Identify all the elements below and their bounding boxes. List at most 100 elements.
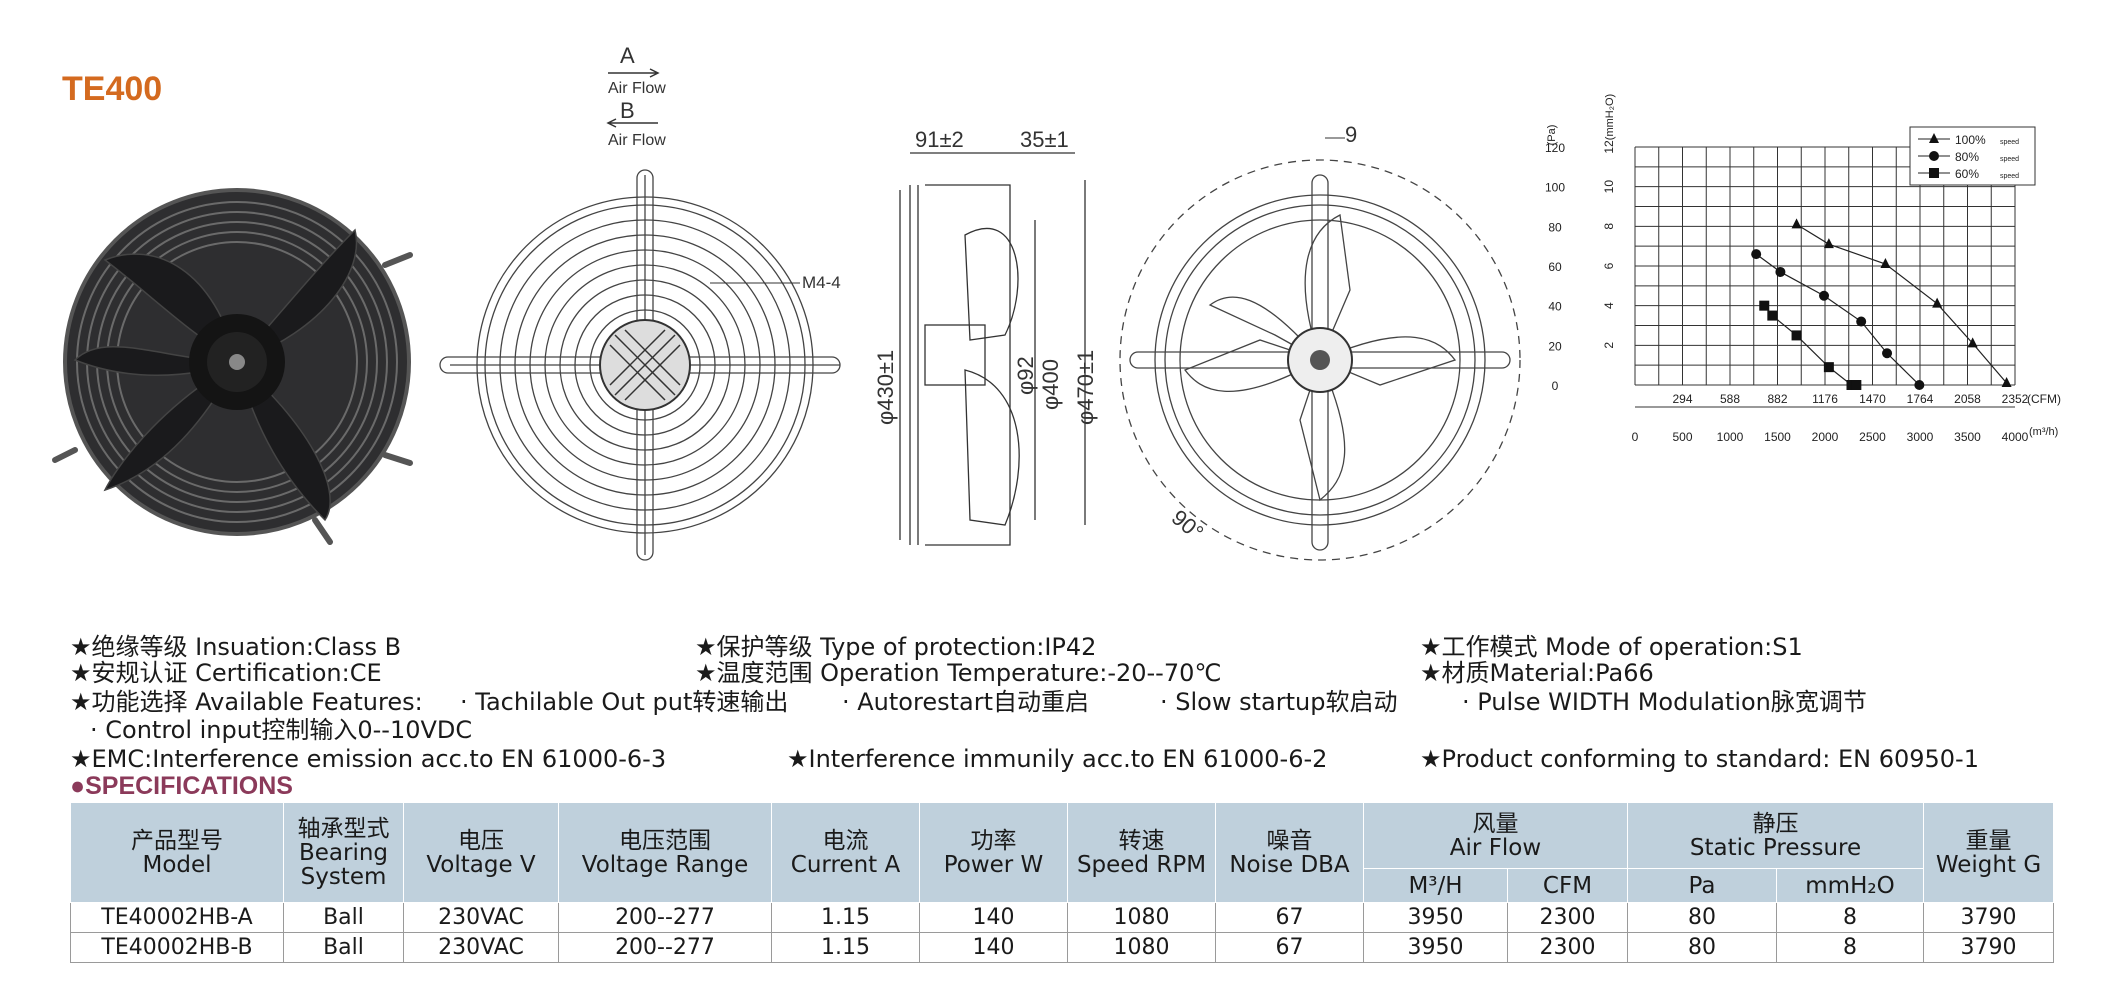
- dim-9-label: 9: [1345, 122, 1357, 147]
- x-cfm-tick: 588: [1720, 392, 1740, 406]
- cell-pa: 80: [1627, 932, 1777, 963]
- dim-91-label: 91±2: [915, 127, 964, 152]
- data-point-square: [1791, 330, 1802, 341]
- cell-bearing: Ball: [283, 932, 404, 963]
- dim-470-label: φ470±1: [1073, 350, 1098, 425]
- cell-weight: 3790: [1923, 902, 2055, 933]
- cell-mmh2o: 8: [1775, 932, 1925, 963]
- cell-mmh2o: 8: [1775, 902, 1925, 933]
- x-cfm-tick: 2352: [2002, 392, 2029, 406]
- data-point-circle: [1775, 266, 1786, 277]
- angle-90-label: 90°: [1167, 505, 1209, 546]
- x-cfm-tick: 882: [1767, 392, 1787, 406]
- feature-insulation: ★绝缘等级 Insuation:Class B: [70, 633, 402, 661]
- y-mm-tick: 6: [1602, 262, 1616, 269]
- y-pa-tick: 20: [1548, 339, 1562, 353]
- mount-hole-label: M4-4: [802, 273, 841, 292]
- y-mm-tick: 10: [1602, 180, 1616, 194]
- feature-available: ★功能选择 Available Features:: [70, 688, 423, 716]
- dim-430-label: φ430±1: [873, 350, 898, 425]
- x-m3h-tick: 3000: [1907, 430, 1934, 444]
- dim-35-label: 35±1: [1020, 127, 1069, 152]
- x-cfm-tick: 1764: [1907, 392, 1934, 406]
- feature-standard: ★Product conforming to standard: EN 6095…: [1420, 745, 1979, 773]
- y-pa-tick: 80: [1548, 220, 1562, 234]
- x-m3h-tick: 1000: [1717, 430, 1744, 444]
- cell-voltage: 230VAC: [403, 902, 559, 933]
- data-point-triangle: [1967, 337, 1978, 348]
- feature-material: ★材质Material:Pa66: [1420, 659, 1654, 687]
- x-cfm-tick: 1176: [1812, 392, 1838, 406]
- y-pa-tick: 0: [1552, 379, 1559, 393]
- airflow-a-letter: A: [620, 43, 635, 68]
- y-pa-tick: 60: [1548, 260, 1562, 274]
- x-m3h-tick: 2000: [1812, 430, 1839, 444]
- y-mm-tick: 12: [1602, 140, 1616, 154]
- data-point-triangle: [2001, 377, 2012, 388]
- feature-temperature: ★温度范围 Operation Temperature:-20--70℃: [695, 659, 1222, 687]
- dim-400-label: φ400: [1038, 359, 1063, 410]
- side-view-drawing: 91±2 35±1 φ430±1 φ92 φ400 φ470±1: [873, 127, 1098, 546]
- legend-suffix: speed: [2000, 156, 2019, 163]
- cell-pa: 80: [1627, 902, 1777, 933]
- data-point-circle: [1929, 151, 1939, 161]
- data-point-square: [1929, 168, 1939, 178]
- cell-m3h: 3950: [1363, 902, 1508, 933]
- data-point-triangle: [1791, 218, 1802, 229]
- y-pa-label: (Pa): [1546, 125, 1558, 146]
- chart-series: [1751, 218, 2012, 390]
- legend-label: 80%: [1955, 150, 1979, 164]
- x-cfm-tick: 2058: [1954, 392, 1981, 406]
- airflow-b-letter: B: [620, 98, 635, 123]
- fan-photo: [52, 188, 413, 545]
- data-point-square: [1767, 310, 1778, 321]
- x-m3h-tick: 0: [1632, 430, 1639, 444]
- cell-weight: 3790: [1923, 932, 2055, 963]
- data-point-triangle: [1823, 238, 1834, 249]
- specifications-heading: ●SPECIFICATIONS: [70, 772, 293, 800]
- x-m3h-label: (m³/h): [2029, 426, 2058, 438]
- x-cfm-label: (CFM): [2027, 392, 2061, 406]
- data-point-circle: [1882, 348, 1893, 359]
- feature-immunity: ★Interference immunily acc.to EN 61000-6…: [787, 745, 1328, 773]
- feature-certification: ★安规认证 Certification:CE: [70, 659, 382, 687]
- rear-view-drawing: 9 90°: [1119, 122, 1521, 561]
- cell-range: 200--277: [558, 902, 772, 933]
- cell-noise: 67: [1215, 932, 1364, 963]
- legend-label: 60%: [1955, 167, 1979, 181]
- cell-cfm: 2300: [1507, 932, 1628, 963]
- cell-power: 140: [919, 902, 1068, 933]
- data-point-triangle: [1932, 297, 1943, 308]
- cell-speed: 1080: [1067, 932, 1216, 963]
- data-point-circle: [1819, 290, 1830, 301]
- feature-option-autorestart: · Autorestart自动重启: [842, 688, 1089, 716]
- cell-current: 1.15: [771, 902, 920, 933]
- header-cfm: CFM: [1507, 868, 1628, 903]
- legend-suffix: speed: [2000, 173, 2019, 180]
- cell-current: 1.15: [771, 932, 920, 963]
- front-grille-drawing: A Air Flow B Air Flow M4-4: [439, 43, 841, 561]
- cell-model: TE40002HB-B: [70, 932, 284, 963]
- data-point-triangle: [1880, 258, 1891, 269]
- series-line: [1755, 253, 1920, 386]
- airflow-a-label: Air Flow: [608, 80, 666, 97]
- cell-m3h: 3950: [1363, 932, 1508, 963]
- x-cfm-tick: 294: [1672, 392, 1692, 406]
- data-point-square: [1851, 380, 1862, 390]
- feature-protection: ★保护等级 Type of protection:IP42: [695, 633, 1097, 661]
- x-cfm-tick: 1470: [1859, 392, 1886, 406]
- y-mm-label: (mmH₂O): [1604, 94, 1616, 140]
- y-mm-tick: 2: [1602, 342, 1616, 349]
- y-pa-tick: 100: [1545, 181, 1565, 195]
